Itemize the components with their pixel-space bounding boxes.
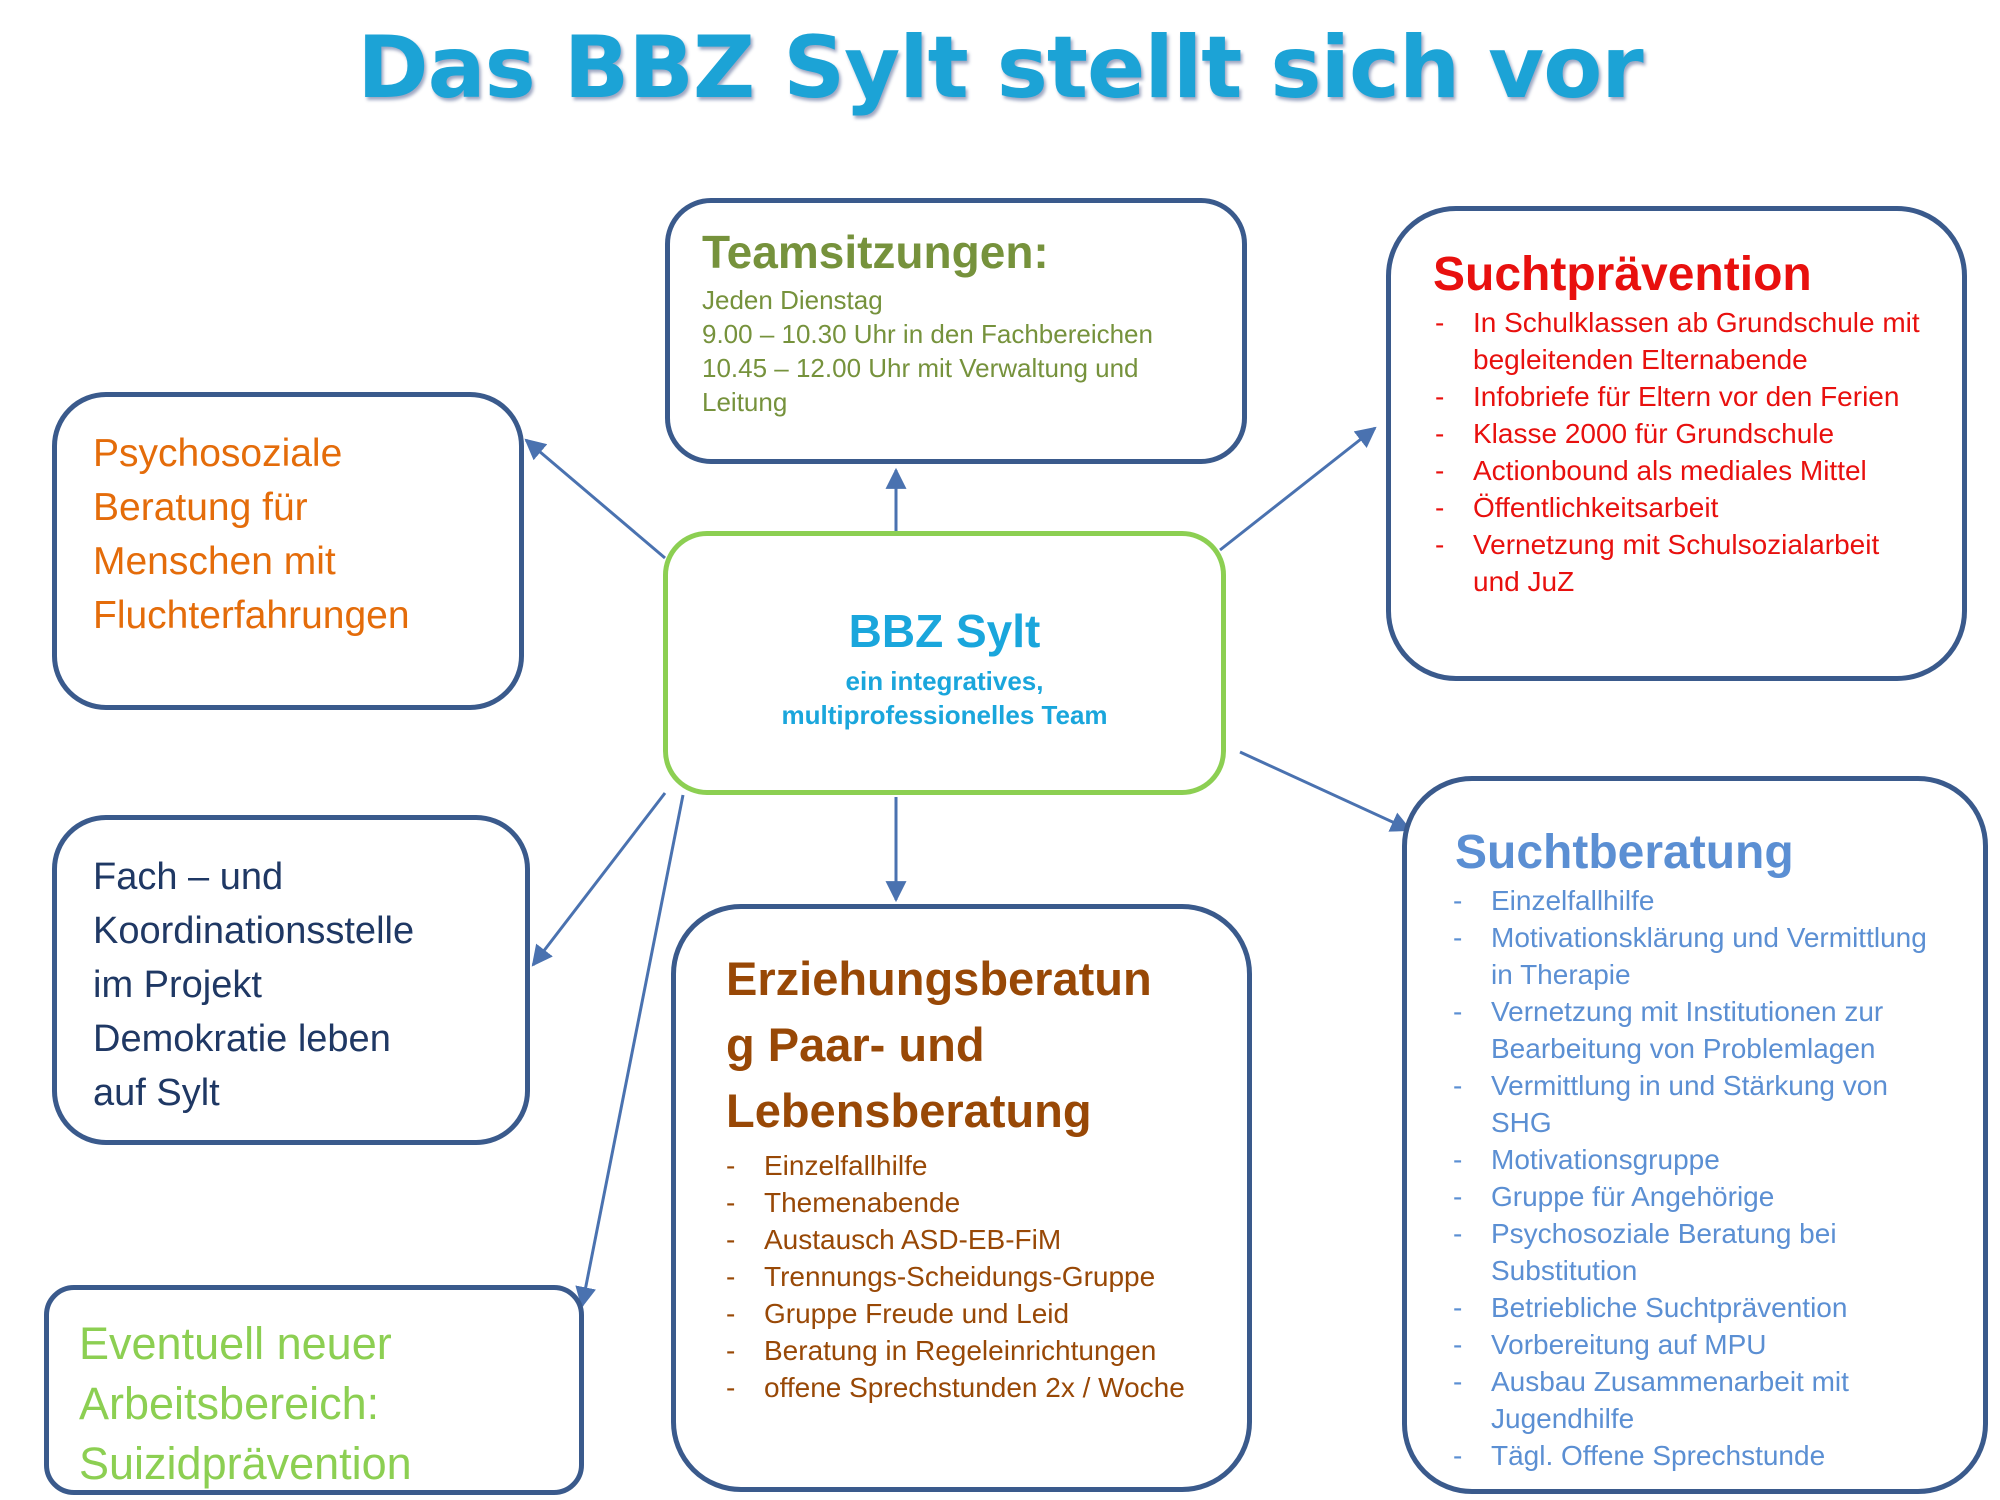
fach-line: Fach – und <box>93 856 284 898</box>
list-item: Einzelfallhilfe <box>726 1147 1211 1184</box>
list-item: In Schulklassen ab Grundschule mit begle… <box>1435 304 1922 378</box>
center-subtitle-line: multiprofessionelles Team <box>781 700 1108 730</box>
list-item: Motivationsklärung und Vermittlung in Th… <box>1453 919 1943 993</box>
list-item: Infobriefe für Eltern vor den Ferien <box>1435 378 1922 415</box>
list-item: Beratung in Regeleinrichtungen <box>726 1332 1211 1369</box>
suizidpraevention-box: Eventuell neuer Arbeitsbereich: Suizidpr… <box>44 1285 584 1495</box>
suchtpraevention-heading: Suchtprävention <box>1433 248 1812 301</box>
fach-line: im Projekt <box>93 964 262 1006</box>
list-item: Gruppe für Angehörige <box>1453 1178 1943 1215</box>
list-item: Öffentlichkeitsarbeit <box>1435 489 1922 526</box>
list-item: Actionbound als mediales Mittel <box>1435 452 1922 489</box>
psychosoziale-box: Psychosoziale Beratung für Menschen mit … <box>52 392 524 710</box>
erziehungsberatung-box: Erziehungsberatun g Paar- und Lebensbera… <box>671 904 1252 1492</box>
suizid-line: Eventuell neuer <box>79 1318 392 1369</box>
center-heading: BBZ Sylt <box>848 605 1041 657</box>
list-item: Gruppe Freude und Leid <box>726 1295 1211 1332</box>
fach-line: Koordinationsstelle <box>93 910 415 952</box>
list-item: Themenabende <box>726 1184 1211 1221</box>
fach-line: auf Sylt <box>93 1072 220 1114</box>
suchtberatung-list: Einzelfallhilfe Motivationsklärung und V… <box>1453 882 1943 1474</box>
suizid-line: Suizidprävention <box>79 1438 412 1489</box>
fach-koordination-box: Fach – und Koordinationsstelle im Projek… <box>52 815 530 1145</box>
list-item: Trennungs-Scheidungs-Gruppe <box>726 1258 1211 1295</box>
list-item: Ausbau Zusammenarbeit mit Jugendhilfe <box>1453 1363 1943 1437</box>
erziehungsberatung-list: Einzelfallhilfe Themenabende Austausch A… <box>726 1147 1211 1406</box>
center-subtitle-line: ein integratives, <box>845 666 1044 696</box>
list-item: Vermittlung in und Stärkung von SHG <box>1453 1067 1943 1141</box>
arrow-to-fach <box>531 792 667 967</box>
teamsitzungen-box: Teamsitzungen: Jeden Dienstag 9.00 – 10.… <box>665 198 1247 464</box>
list-item: Betriebliche Suchtprävention <box>1453 1289 1943 1326</box>
arrow-to-suchtberatung <box>1239 750 1412 832</box>
list-item: Austausch ASD-EB-FiM <box>726 1221 1211 1258</box>
psychosoziale-line: Fluchterfahrungen <box>93 594 410 637</box>
list-item: Vernetzung mit Schulsozialarbeit und JuZ <box>1435 526 1922 600</box>
arrow-to-suchtpraevention <box>1219 426 1377 552</box>
list-item: Psychosoziale Beratung bei Substitution <box>1453 1215 1943 1289</box>
erziehungsberatung-heading-line: Lebensberatung <box>726 1084 1092 1137</box>
suchtberatung-heading: Suchtberatung <box>1455 826 1794 879</box>
psychosoziale-line: Menschen mit <box>93 540 336 583</box>
teamsitzungen-heading: Teamsitzungen: <box>702 226 1049 278</box>
erziehungsberatung-heading-line: g Paar- und <box>726 1018 985 1071</box>
psychosoziale-line: Psychosoziale <box>93 432 343 475</box>
list-item: Vernetzung mit Institutionen zur Bearbei… <box>1453 993 1943 1067</box>
fach-line: Demokratie leben <box>93 1018 391 1060</box>
suchtpraevention-box: Suchtprävention In Schulklassen ab Grund… <box>1386 206 1967 681</box>
teamsitzungen-line: 9.00 – 10.30 Uhr in den Fachbereichen <box>702 319 1153 349</box>
suchtpraevention-list: In Schulklassen ab Grundschule mit begle… <box>1433 304 1922 600</box>
center-box: BBZ Sylt ein integratives, multiprofessi… <box>663 531 1226 795</box>
arrow-to-suizid <box>575 794 685 1309</box>
erziehungsberatung-heading-line: Erziehungsberatun <box>726 952 1152 1005</box>
list-item: Vorbereitung auf MPU <box>1453 1326 1943 1363</box>
arrow-to-psychosoziale <box>524 438 666 560</box>
suchtberatung-box: Suchtberatung Einzelfallhilfe Motivation… <box>1402 776 1988 1494</box>
list-item: Tägl. Offene Sprechstunde <box>1453 1437 1943 1474</box>
list-item: offene Sprechstunden 2x / Woche <box>726 1369 1211 1406</box>
teamsitzungen-line: Leitung <box>702 387 788 417</box>
list-item: Klasse 2000 für Grundschule <box>1435 415 1922 452</box>
teamsitzungen-line: 10.45 – 12.00 Uhr mit Verwaltung und <box>702 353 1139 383</box>
list-item: Einzelfallhilfe <box>1453 882 1943 919</box>
suizid-line: Arbeitsbereich: <box>79 1378 380 1429</box>
list-item: Motivationsgruppe <box>1453 1141 1943 1178</box>
psychosoziale-line: Beratung für <box>93 486 308 529</box>
teamsitzungen-line: Jeden Dienstag <box>702 285 883 315</box>
page-title: Das BBZ Sylt stellt sich vor <box>357 18 1643 118</box>
